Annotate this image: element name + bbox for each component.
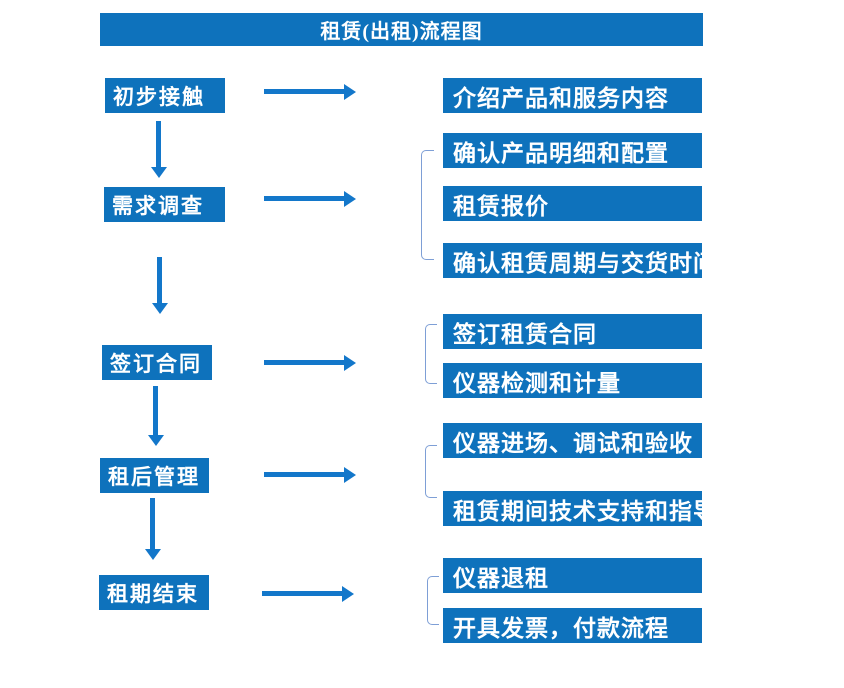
stage-sign-contract: 签订合同 — [102, 345, 212, 380]
detail-rental-quote: 租赁报价 — [443, 186, 702, 221]
stage-label: 签订合同 — [110, 351, 202, 376]
detail-label: 仪器检测和计量 — [453, 370, 621, 396]
group-bracket — [425, 445, 437, 498]
detail-label: 租赁报价 — [453, 193, 549, 219]
flowchart-title: 租赁(出租)流程图 — [320, 21, 483, 43]
detail-intro-products-services: 介绍产品和服务内容 — [443, 78, 702, 113]
right-arrow-icon — [264, 472, 344, 477]
down-arrow-icon — [157, 257, 162, 303]
stage-rental-end: 租期结束 — [99, 575, 209, 610]
stage-label: 租后管理 — [108, 464, 200, 489]
group-bracket — [427, 576, 439, 625]
right-arrow-icon — [264, 89, 344, 94]
detail-label: 签订租赁合同 — [453, 321, 597, 347]
right-arrow-icon — [264, 360, 344, 365]
detail-confirm-rental-period-delivery: 确认租赁周期与交货时间 — [443, 243, 716, 278]
detail-instrument-entry-debug-acceptance: 仪器进场、调试和验收 — [443, 423, 702, 458]
detail-instrument-testing-metering: 仪器检测和计量 — [443, 363, 702, 398]
group-bracket — [421, 150, 434, 260]
detail-confirm-product-config: 确认产品明细和配置 — [443, 133, 702, 168]
detail-tech-support-guidance: 租赁期间技术支持和指导 — [443, 491, 716, 526]
right-arrow-icon — [262, 591, 342, 596]
down-arrow-icon — [150, 498, 155, 549]
detail-sign-rental-contract: 签订租赁合同 — [443, 314, 702, 349]
down-arrow-icon — [153, 386, 158, 435]
detail-instrument-return: 仪器退租 — [443, 558, 702, 593]
stage-initial-contact: 初步接触 — [105, 78, 225, 113]
detail-label: 介绍产品和服务内容 — [453, 85, 669, 111]
stage-label: 初步接触 — [113, 84, 205, 109]
stage-label: 租期结束 — [107, 581, 199, 606]
stage-label: 需求调查 — [112, 193, 204, 218]
title-bar: 租赁(出租)流程图 — [100, 13, 703, 46]
detail-label: 租赁期间技术支持和指导 — [453, 498, 717, 524]
right-arrow-icon — [264, 196, 344, 201]
detail-invoice-payment-process: 开具发票，付款流程 — [443, 608, 702, 643]
stage-post-rental-management: 租后管理 — [100, 458, 209, 493]
detail-label: 开具发票，付款流程 — [453, 615, 669, 641]
detail-label: 确认产品明细和配置 — [453, 140, 669, 166]
detail-label: 确认租赁周期与交货时间 — [453, 250, 717, 276]
down-arrow-icon — [156, 121, 161, 167]
group-bracket — [425, 324, 437, 384]
detail-label: 仪器进场、调试和验收 — [453, 430, 693, 456]
stage-demand-survey: 需求调查 — [104, 187, 225, 222]
detail-label: 仪器退租 — [453, 565, 549, 591]
